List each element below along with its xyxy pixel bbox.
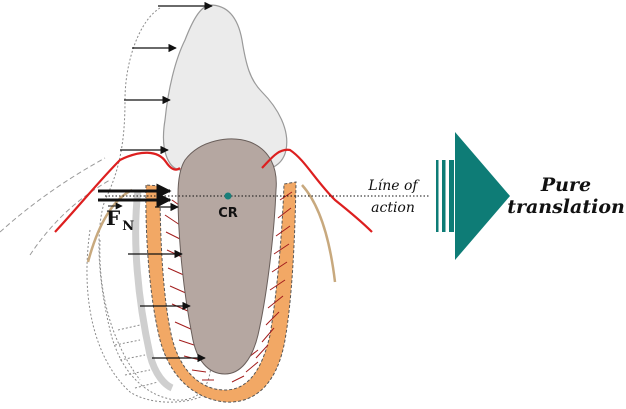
force-arrow-icon [98,183,172,208]
pressure-arrows [120,1,213,363]
line-of-action-label-2: action [371,200,415,216]
line-of-action-label-1: Líne of [367,178,420,194]
force-subscript: N [122,219,134,234]
ghost-root-band [132,189,174,392]
gingiva [54,148,373,233]
right-triangle-arrow-icon [436,132,510,260]
result-label-1: Pure [540,174,591,196]
result-label-2: translation [507,196,625,218]
ghost-tooth-outline [86,7,212,403]
ghost-gingiva [0,157,111,256]
center-of-resistance-dot [224,192,232,200]
center-of-resistance-label: CR [218,206,238,221]
alveolar-bone [86,184,337,283]
tooth-root [177,138,277,375]
periodontal-ligament [145,181,297,403]
